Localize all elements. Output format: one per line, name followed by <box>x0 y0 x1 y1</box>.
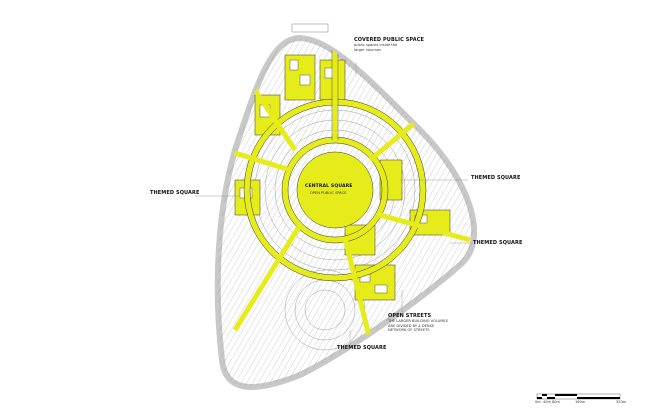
scale-label: 160m <box>575 400 586 404</box>
north-building <box>291 23 329 33</box>
themed-square-right-upper: THEMED SQUARE <box>471 175 521 181</box>
central-square <box>296 151 374 229</box>
scale-label: 40m <box>543 400 551 404</box>
central-square-desc: OPEN PUBLIC SPACE <box>310 191 347 195</box>
open-streets-title: OPEN STREETS <box>388 313 432 319</box>
themed-square-bottom: THEMED SQUARE <box>337 345 387 351</box>
covered-public-space-desc: public spaces inside the larger volumes <box>354 43 398 52</box>
scale-label: 0m <box>535 400 541 404</box>
themed-square-right-lower: THEMED SQUARE <box>473 240 523 246</box>
scale-label: 80m <box>552 400 560 404</box>
radial-streets <box>224 40 471 341</box>
open-streets-desc: THE LARGER BUILDING VOLUMES ARE DIVIDED … <box>388 319 448 333</box>
scale-bar <box>536 393 621 400</box>
scale-label: 320m <box>616 400 627 404</box>
central-square-title: CENTRAL SQUARE <box>305 184 353 189</box>
covered-public-space-title: COVERED PUBLIC SPACE <box>354 37 424 43</box>
themed-square-left: THEMED SQUARE <box>150 190 200 196</box>
